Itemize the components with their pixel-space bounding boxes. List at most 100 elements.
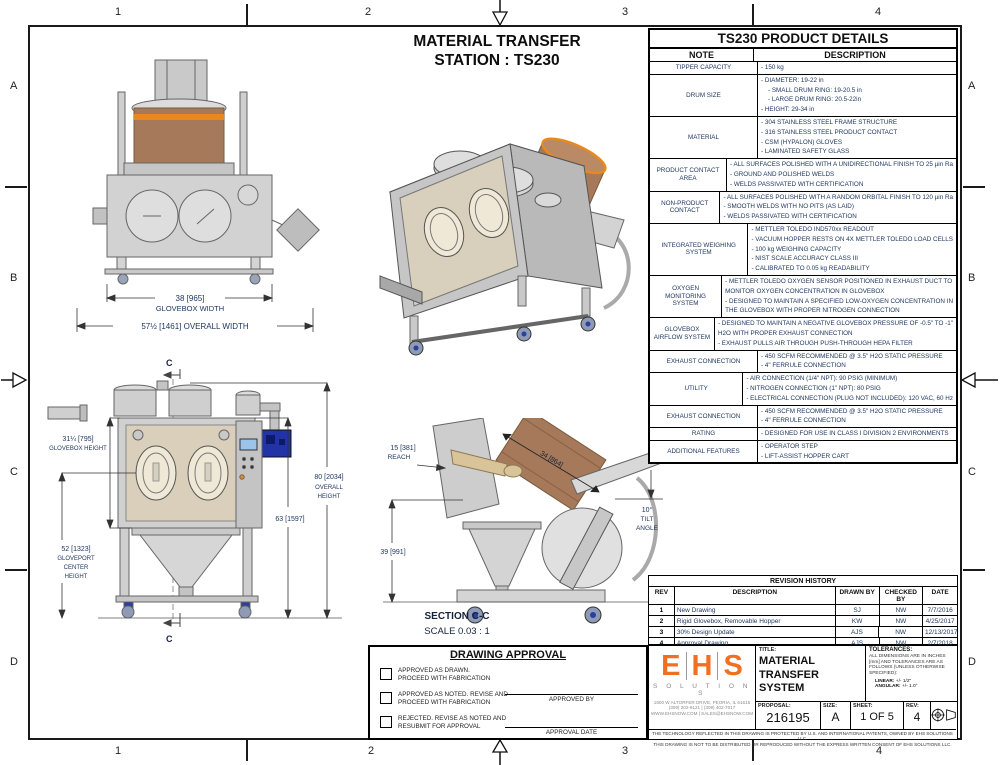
- tolerances-note: ALL DIMENSIONS ARE IN INCHES [mm] AND TO…: [869, 654, 946, 676]
- hopper: [131, 527, 241, 602]
- description-cell: - OPERATOR STEP- LIFT-ASSIST HOPPER CART: [761, 442, 849, 460]
- rev-cell: 2: [649, 616, 675, 626]
- option-line: APPROVED AS NOTED. REVISE AND: [398, 691, 508, 698]
- logo-separator: [717, 652, 719, 680]
- approved-by-label: APPROVED BY: [548, 696, 595, 703]
- section-cc-view: 34 [864] 15 [381] REACH 39 [991] 10°: [380, 418, 663, 637]
- note-cell: RATING: [650, 428, 758, 440]
- section-scale: SCALE 0.03 : 1: [424, 626, 489, 637]
- rev-cell: 1: [649, 605, 675, 615]
- size-value: A: [831, 710, 840, 724]
- drawing-title-line1: MATERIAL TRANSFER: [413, 33, 581, 50]
- zone-tick: [963, 186, 985, 188]
- dim-tilt-label1: TILT: [641, 516, 654, 523]
- hopper: [462, 521, 542, 599]
- zone-tick: [5, 569, 27, 571]
- product-details-table: TS230 PRODUCT DETAILS NOTE DESCRIPTION T…: [648, 28, 958, 465]
- isometric-view: [379, 137, 631, 356]
- zone-tick: [246, 740, 248, 761]
- zone-letter-left-d: D: [10, 656, 18, 668]
- logo-letter-h: H: [691, 650, 713, 682]
- glove-arm: [450, 449, 508, 477]
- drawn-by-cell: KW: [836, 616, 880, 626]
- gloveport: [423, 207, 465, 257]
- note-cell: MATERIAL: [650, 116, 758, 159]
- logo-letter-e: E: [661, 650, 681, 682]
- glovebox-section: [432, 418, 500, 519]
- revision-row: 3 30% Design Update AJS NW 12/13/2017: [649, 627, 958, 638]
- zone-letter-left-b: B: [10, 272, 18, 284]
- table-row: UTILITY- AIR CONNECTION (1/4" NPT): 90 P…: [650, 373, 956, 406]
- dimension-tilt: [615, 470, 663, 500]
- approved-by-signature-line[interactable]: [505, 685, 638, 695]
- zone-number-top-2: 2: [365, 6, 372, 18]
- col-header-checked-by: CHECKED BY: [880, 587, 924, 604]
- description-cell: - 450 SCFM RECOMMENDED @ 3.5" H2O STATIC…: [761, 352, 943, 370]
- revision-row: 4 Approval Drawing AJS NW 2/7/2018: [649, 638, 957, 648]
- note-cell: PRODUCT CONTACT AREA: [650, 159, 727, 191]
- table-row: EXHAUST CONNECTION- 450 SCFM RECOMMENDED…: [650, 405, 956, 429]
- dim-overall-height-label1: OVERALL: [315, 485, 343, 491]
- approval-checkbox-approved-as-drawn[interactable]: [380, 668, 392, 680]
- drawn-by-cell: SJ: [836, 605, 880, 615]
- zone-tick: [963, 569, 985, 571]
- dim-overall-height-value: 80 [2034]: [314, 474, 343, 481]
- approval-checkbox-rejected[interactable]: [380, 716, 392, 728]
- approval-option-label: REJECTED. REVISE AS NOTED AND RESUBMIT F…: [398, 715, 506, 731]
- zone-number-bottom-4: 4: [876, 745, 883, 757]
- zone-letter-right-d: D: [968, 656, 976, 668]
- center-mark-right: [960, 371, 998, 389]
- description-cell: - 304 STAINLESS STEEL FRAME STRUCTURE- 3…: [761, 118, 898, 156]
- table-row: GLOVEBOX AIRFLOW SYSTEM- DESIGNED TO MAI…: [650, 318, 956, 351]
- section-letter-top: C: [166, 358, 173, 368]
- title-label: TITLE:: [759, 647, 777, 653]
- option-line: PROCEED WITH FABRICATION: [398, 675, 491, 682]
- approval-date-label: APPROVAL DATE: [545, 729, 598, 736]
- title-value-line2: SYSTEM: [759, 682, 805, 694]
- zone-tick: [246, 4, 248, 25]
- checked-by-cell: NW: [879, 627, 923, 637]
- dim-gloveport-label1: GLOVEPORT: [57, 556, 95, 562]
- note-cell: UTILITY: [650, 373, 744, 405]
- description-cell: Rigid Glovebox, Removable Hopper: [675, 616, 836, 626]
- center-mark-left: [1, 371, 28, 389]
- checked-by-cell: NW: [880, 616, 924, 626]
- size-cell: SIZE: A: [821, 701, 851, 729]
- revision-row: 2 Rigid Glovebox, Removable Hopper KW NW…: [649, 616, 957, 627]
- zone-number-bottom-3: 3: [622, 745, 629, 757]
- date-cell: 2/7/2018: [927, 639, 953, 647]
- control-panel: [235, 420, 263, 529]
- zone-number-top-4: 4: [875, 6, 882, 18]
- dim-gloveport-label3: HEIGHT: [65, 574, 88, 580]
- front-elevation-view: C: [47, 358, 344, 644]
- description-cell: New Drawing: [675, 605, 836, 615]
- dim-gloveport-label2: CENTER: [64, 565, 89, 571]
- checked-by-cell: NW: [880, 638, 924, 648]
- checked-by-cell: NW: [880, 605, 924, 615]
- description-cell: 30% Design Update: [675, 627, 836, 637]
- glove-hand: [503, 464, 523, 478]
- sheet-cell: SHEET: 1 OF 5: [851, 701, 904, 729]
- dim-glovebox-height-value: 31¼ [795]: [62, 436, 93, 443]
- zone-letter-right-a: A: [968, 80, 976, 92]
- approval-checkbox-approved-as-noted[interactable]: [380, 692, 392, 704]
- note-cell: EXHAUST CONNECTION: [650, 405, 758, 428]
- description-cell: Approval Drawing: [675, 638, 836, 648]
- table-row: ADDITIONAL FEATURES- OPERATOR STEP- LIFT…: [650, 440, 956, 463]
- note-cell: ADDITIONAL FEATURES: [650, 440, 758, 463]
- rev-cell: 3: [649, 627, 675, 637]
- rev-cell: REV: 4: [904, 701, 931, 729]
- note-cell: NON-PRODUCT CONTACT: [650, 191, 721, 223]
- linear-tolerance: LINEAR: +/- 1/2": [875, 679, 955, 684]
- logo-subtitle: S O L U T I O N S: [653, 683, 751, 697]
- dim-gloveport-value: 52 [1323]: [61, 546, 90, 553]
- approval-date-line[interactable]: [505, 718, 638, 728]
- revision-history-table: REVISION HISTORY REV DESCRIPTION DRAWN B…: [648, 575, 958, 648]
- description-cell: - DESIGNED TO MAINTAIN A NEGATIVE GLOVEB…: [717, 320, 953, 347]
- table-row: MATERIAL- 304 STAINLESS STEEL FRAME STRU…: [650, 116, 956, 160]
- drum-tilted: [495, 418, 607, 511]
- date-cell: 12/13/2017: [924, 628, 958, 636]
- angular-label: ANGULAR:: [875, 684, 901, 690]
- operator-step: [379, 275, 423, 305]
